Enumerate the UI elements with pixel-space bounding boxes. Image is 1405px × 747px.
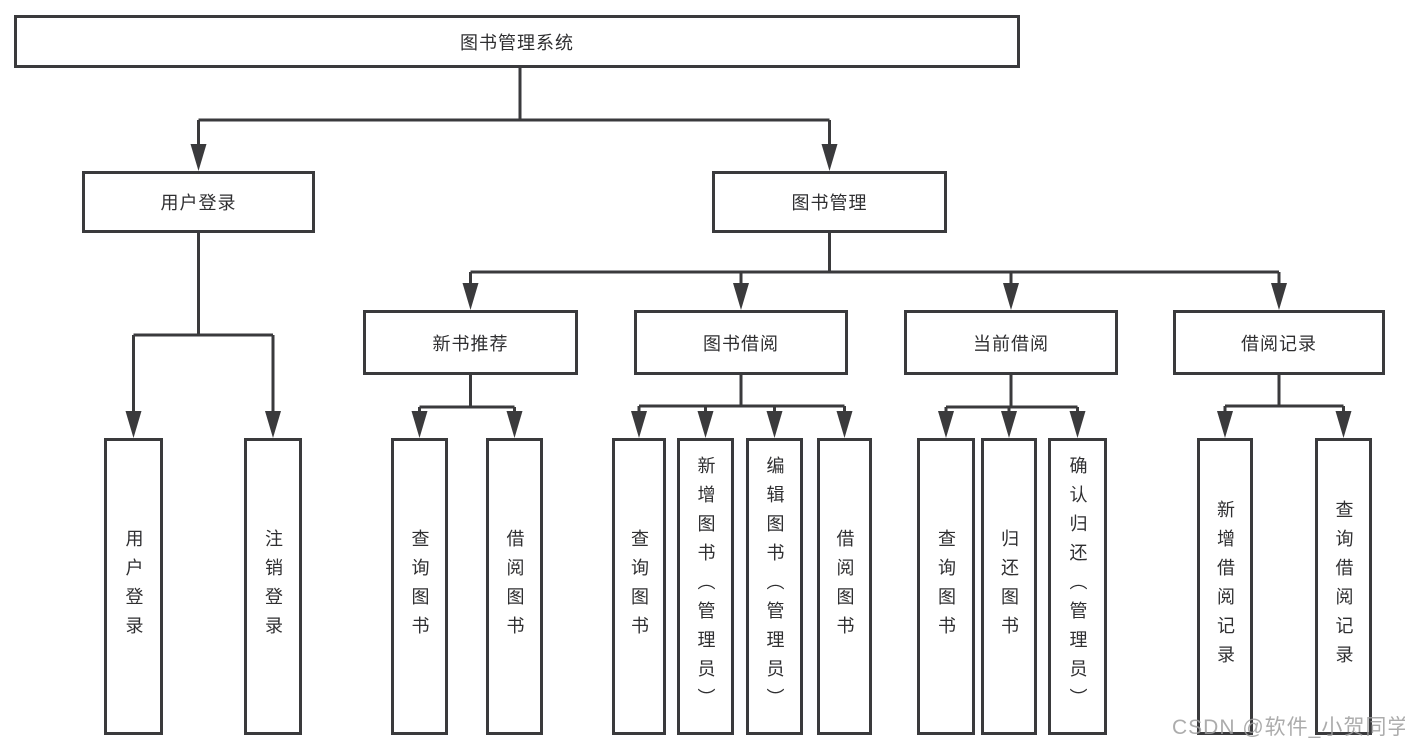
arrowhead-icon: [1335, 411, 1352, 438]
csdn-watermark: CSDN @软件_小贺同学: [1172, 716, 1405, 739]
node-leaf-return-book: 归还图书: [981, 438, 1037, 735]
arrowhead-icon: [125, 411, 142, 438]
node-borrow-records: 借阅记录: [1173, 310, 1385, 375]
leaf-label: 归还图书: [999, 528, 1019, 645]
leaf-label: 查询图书: [936, 528, 956, 645]
leaf-label: 新增借阅记录: [1215, 499, 1235, 674]
node-leaf-user-login: 用户登录: [104, 438, 163, 735]
node-leaf-query-book-3: 查询图书: [917, 438, 975, 735]
arrowhead-icon: [1003, 283, 1019, 310]
arrowhead-icon: [1069, 411, 1086, 438]
node-leaf-confirm-return-admin: 确认归还（管理员）: [1048, 438, 1107, 735]
node-leaf-query-borrow-record: 查询借阅记录: [1315, 438, 1372, 735]
node-new-book-recommend: 新书推荐: [363, 310, 578, 375]
arrowhead-icon: [938, 411, 954, 438]
node-leaf-query-book-1: 查询图书: [391, 438, 448, 735]
node-leaf-borrow-book-1: 借阅图书: [486, 438, 543, 735]
leaf-label: 查询借阅记录: [1333, 499, 1354, 674]
node-leaf-borrow-book-2: 借阅图书: [817, 438, 872, 735]
arrowhead-icon: [506, 411, 523, 438]
arrowhead-icon: [631, 411, 647, 438]
node-leaf-edit-book-admin: 编辑图书（管理员）: [746, 438, 803, 735]
arrowhead-icon: [411, 411, 428, 438]
leaf-label: 查询图书: [629, 528, 649, 645]
leaf-label: 借阅图书: [834, 528, 855, 645]
node-leaf-query-book-2: 查询图书: [612, 438, 666, 735]
arrowhead-icon: [766, 411, 783, 438]
arrowhead-icon: [697, 411, 714, 438]
arrowhead-icon: [1001, 411, 1017, 438]
arrowhead-icon: [733, 283, 749, 310]
leaf-label: 借阅图书: [504, 528, 525, 645]
arrowhead-icon: [821, 144, 838, 171]
node-library-management-system: 图书管理系统: [14, 15, 1020, 68]
leaf-label: 新增图书（管理员）: [695, 456, 716, 717]
node-current-borrow: 当前借阅: [904, 310, 1118, 375]
arrowhead-icon: [1271, 283, 1287, 310]
leaf-label: 注销登录: [263, 528, 283, 645]
leaf-label: 确认归还（管理员）: [1067, 456, 1088, 717]
leaf-label: 用户登录: [123, 528, 144, 645]
node-leaf-add-book-admin: 新增图书（管理员）: [677, 438, 734, 735]
arrowhead-icon: [265, 411, 281, 438]
arrowhead-icon: [836, 411, 853, 438]
arrowhead-icon: [190, 144, 207, 171]
leaf-label: 查询图书: [409, 528, 430, 645]
node-book-borrow: 图书借阅: [634, 310, 848, 375]
node-leaf-logout: 注销登录: [244, 438, 302, 735]
arrowhead-icon: [1217, 411, 1233, 438]
arrowhead-icon: [462, 283, 479, 310]
node-leaf-add-borrow-record: 新增借阅记录: [1197, 438, 1253, 735]
node-book-management: 图书管理: [712, 171, 947, 233]
leaf-label: 编辑图书（管理员）: [764, 456, 785, 717]
node-user-login: 用户登录: [82, 171, 315, 233]
